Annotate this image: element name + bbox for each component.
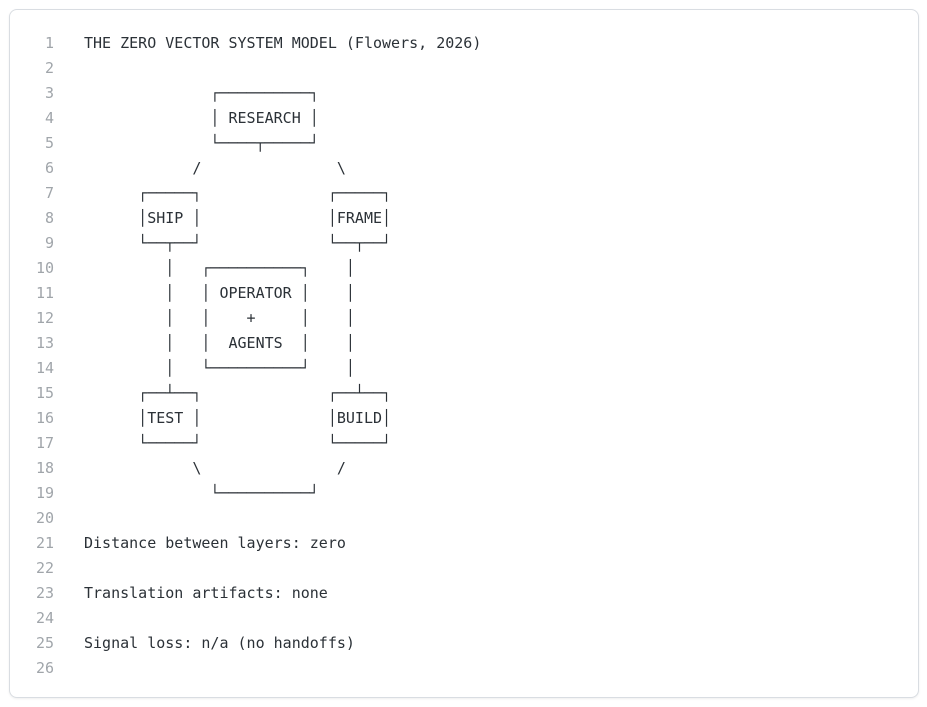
line-number: 15 xyxy=(35,384,54,402)
line-text: │ │ OPERATOR │ │ xyxy=(84,284,355,302)
line-text: └─────┘ └─────┘ xyxy=(84,434,392,452)
code-line: 2 xyxy=(10,56,918,81)
code-line: 17 └─────┘ └─────┘ xyxy=(10,431,918,456)
code-viewer-card: 1 THE ZERO VECTOR SYSTEM MODEL (Flowers, … xyxy=(9,9,919,698)
line-number: 1 xyxy=(44,34,54,52)
line-number: 2 xyxy=(44,59,54,77)
code-line: 22 xyxy=(10,556,918,581)
line-text: └──────────┘ xyxy=(84,484,319,502)
code-line: 6 / \ xyxy=(10,156,918,181)
code-line: 8 │SHIP │ │FRAME│ xyxy=(10,206,918,231)
line-number: 20 xyxy=(35,509,54,527)
code-line: 7 ┌─────┐ ┌─────┐ xyxy=(10,181,918,206)
line-number: 6 xyxy=(44,159,54,177)
code-line: 12 │ │ + │ │ xyxy=(10,306,918,331)
line-text: THE ZERO VECTOR SYSTEM MODEL (Flowers, 2… xyxy=(84,34,482,52)
code-line: 9 └──┬──┘ └──┬──┘ xyxy=(10,231,918,256)
line-number: 25 xyxy=(35,634,54,652)
line-text: ┌──┴──┐ ┌──┴──┐ xyxy=(84,384,392,402)
code-line: 13 │ │ AGENTS │ │ xyxy=(10,331,918,356)
line-text: │SHIP │ │FRAME│ xyxy=(84,209,392,227)
code-line: 21 Distance between layers: zero xyxy=(10,531,918,556)
line-text xyxy=(54,606,84,631)
line-number: 11 xyxy=(35,284,54,302)
code-line: 5 └────┬─────┘ xyxy=(10,131,918,156)
code-line: 15 ┌──┴──┐ ┌──┴──┐ xyxy=(10,381,918,406)
code-area: 1 THE ZERO VECTOR SYSTEM MODEL (Flowers, … xyxy=(10,10,918,697)
line-text: │TEST │ │BUILD│ xyxy=(84,409,392,427)
line-text xyxy=(54,656,84,681)
line-number: 26 xyxy=(35,659,54,677)
line-number: 7 xyxy=(44,184,54,202)
line-text: │ │ AGENTS │ │ xyxy=(84,334,355,352)
line-number: 8 xyxy=(44,209,54,227)
code-line: 3 ┌──────────┐ xyxy=(10,81,918,106)
line-number: 16 xyxy=(35,409,54,427)
line-text xyxy=(54,506,84,531)
line-number: 17 xyxy=(35,434,54,452)
code-line: 4 │ RESEARCH │ xyxy=(10,106,918,131)
line-number: 12 xyxy=(35,309,54,327)
code-line: 24 xyxy=(10,606,918,631)
line-text: │ │ + │ │ xyxy=(84,309,355,327)
line-text: ┌─────┐ ┌─────┐ xyxy=(84,184,392,202)
code-line: 23 Translation artifacts: none xyxy=(10,581,918,606)
line-text: └────┬─────┘ xyxy=(84,134,319,152)
line-text xyxy=(54,556,84,581)
line-text: Distance between layers: zero xyxy=(84,534,346,552)
line-text: Translation artifacts: none xyxy=(84,584,328,602)
line-text: └──┬──┘ └──┬──┘ xyxy=(84,234,392,252)
line-text: Signal loss: n/a (no handoffs) xyxy=(84,634,355,652)
line-number: 14 xyxy=(35,359,54,377)
code-line: 18 \ / xyxy=(10,456,918,481)
line-number: 19 xyxy=(35,484,54,502)
code-line: 20 xyxy=(10,506,918,531)
line-number: 18 xyxy=(35,459,54,477)
line-number: 22 xyxy=(35,559,54,577)
code-line: 14 │ └──────────┘ │ xyxy=(10,356,918,381)
line-text: │ RESEARCH │ xyxy=(84,109,319,127)
code-line: 19 └──────────┘ xyxy=(10,481,918,506)
line-text: \ / xyxy=(84,459,346,477)
code-line: 16 │TEST │ │BUILD│ xyxy=(10,406,918,431)
code-line: 11 │ │ OPERATOR │ │ xyxy=(10,281,918,306)
line-text: │ └──────────┘ │ xyxy=(84,359,355,377)
line-text: ┌──────────┐ xyxy=(84,84,319,102)
line-number: 21 xyxy=(35,534,54,552)
line-number: 23 xyxy=(35,584,54,602)
line-number: 13 xyxy=(35,334,54,352)
line-text xyxy=(54,56,84,81)
line-text: │ ┌──────────┐ │ xyxy=(84,259,355,277)
code-line: 1 THE ZERO VECTOR SYSTEM MODEL (Flowers, … xyxy=(10,31,918,56)
line-number: 24 xyxy=(35,609,54,627)
line-number: 9 xyxy=(44,234,54,252)
code-line: 10 │ ┌──────────┐ │ xyxy=(10,256,918,281)
line-number: 3 xyxy=(44,84,54,102)
line-text: / \ xyxy=(84,159,346,177)
line-number: 10 xyxy=(35,259,54,277)
line-number: 5 xyxy=(44,134,54,152)
line-number: 4 xyxy=(44,109,54,127)
code-line: 25 Signal loss: n/a (no handoffs) xyxy=(10,631,918,656)
code-line: 26 xyxy=(10,656,918,681)
